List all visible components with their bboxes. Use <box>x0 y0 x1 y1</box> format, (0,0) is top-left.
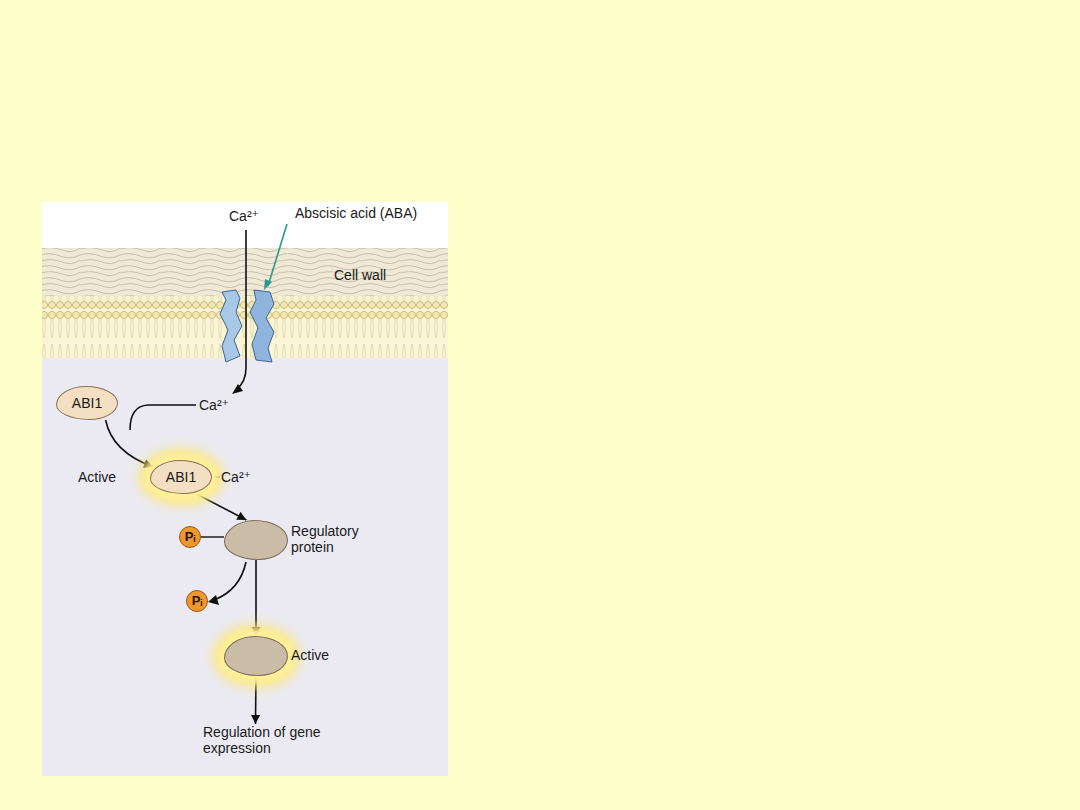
part-label: Active <box>78 469 116 485</box>
channel-right <box>250 290 274 362</box>
part-label: Ca²⁺ <box>229 208 259 224</box>
aba-arrow <box>268 224 287 286</box>
arrowhead <box>252 627 261 636</box>
protein-name: ABI1 <box>72 395 102 411</box>
membrane-band <box>42 296 448 358</box>
flow-arrow <box>251 676 260 724</box>
cytoplasm <box>42 202 448 776</box>
protein-shape: Regulatory protein <box>224 520 288 560</box>
protein-name: Regulatory protein <box>291 523 381 555</box>
lipid-bilayer <box>42 296 448 358</box>
flow-arrow <box>197 494 247 520</box>
arrowhead <box>232 384 243 394</box>
arrow-line <box>255 560 257 636</box>
arrowhead <box>236 512 246 520</box>
protein-blob: ABI1 <box>150 460 212 494</box>
outcome-text: Regulation of gene expression <box>203 724 331 756</box>
protein-name: ABI1 <box>166 469 196 485</box>
arrow-line <box>197 494 247 520</box>
cell-wall-band <box>42 248 448 296</box>
protein-name: Active <box>291 647 381 663</box>
protein-blob: ABI1 <box>56 386 118 420</box>
part-label: Ca²⁺ <box>221 469 251 485</box>
outcome-label: Regulation of gene expression <box>203 724 331 756</box>
bond-line <box>201 536 224 537</box>
release-line <box>214 562 246 600</box>
cell-wall-fibres <box>42 248 448 296</box>
channel-left <box>220 290 242 362</box>
part-label: Cell wall <box>334 267 386 283</box>
arrowhead <box>264 279 272 290</box>
arrowhead <box>143 460 153 468</box>
arrowhead <box>208 595 219 605</box>
calcium-path <box>236 230 246 390</box>
part-label: Abscisic acid (ABA) <box>295 205 417 221</box>
flow-arrow <box>106 420 154 468</box>
arrowhead <box>251 715 260 724</box>
arrow-line <box>106 420 154 467</box>
calcium-binding-line <box>130 405 196 430</box>
outside-space <box>42 202 448 248</box>
protein-shape: Active <box>224 636 288 676</box>
flow-arrow <box>252 560 261 636</box>
phosphate-symbol: Pᵢ <box>179 526 201 548</box>
bond-line <box>213 476 220 477</box>
phosphate-symbol: Pᵢ <box>186 590 208 612</box>
part-label: Ca²⁺ <box>199 397 229 413</box>
